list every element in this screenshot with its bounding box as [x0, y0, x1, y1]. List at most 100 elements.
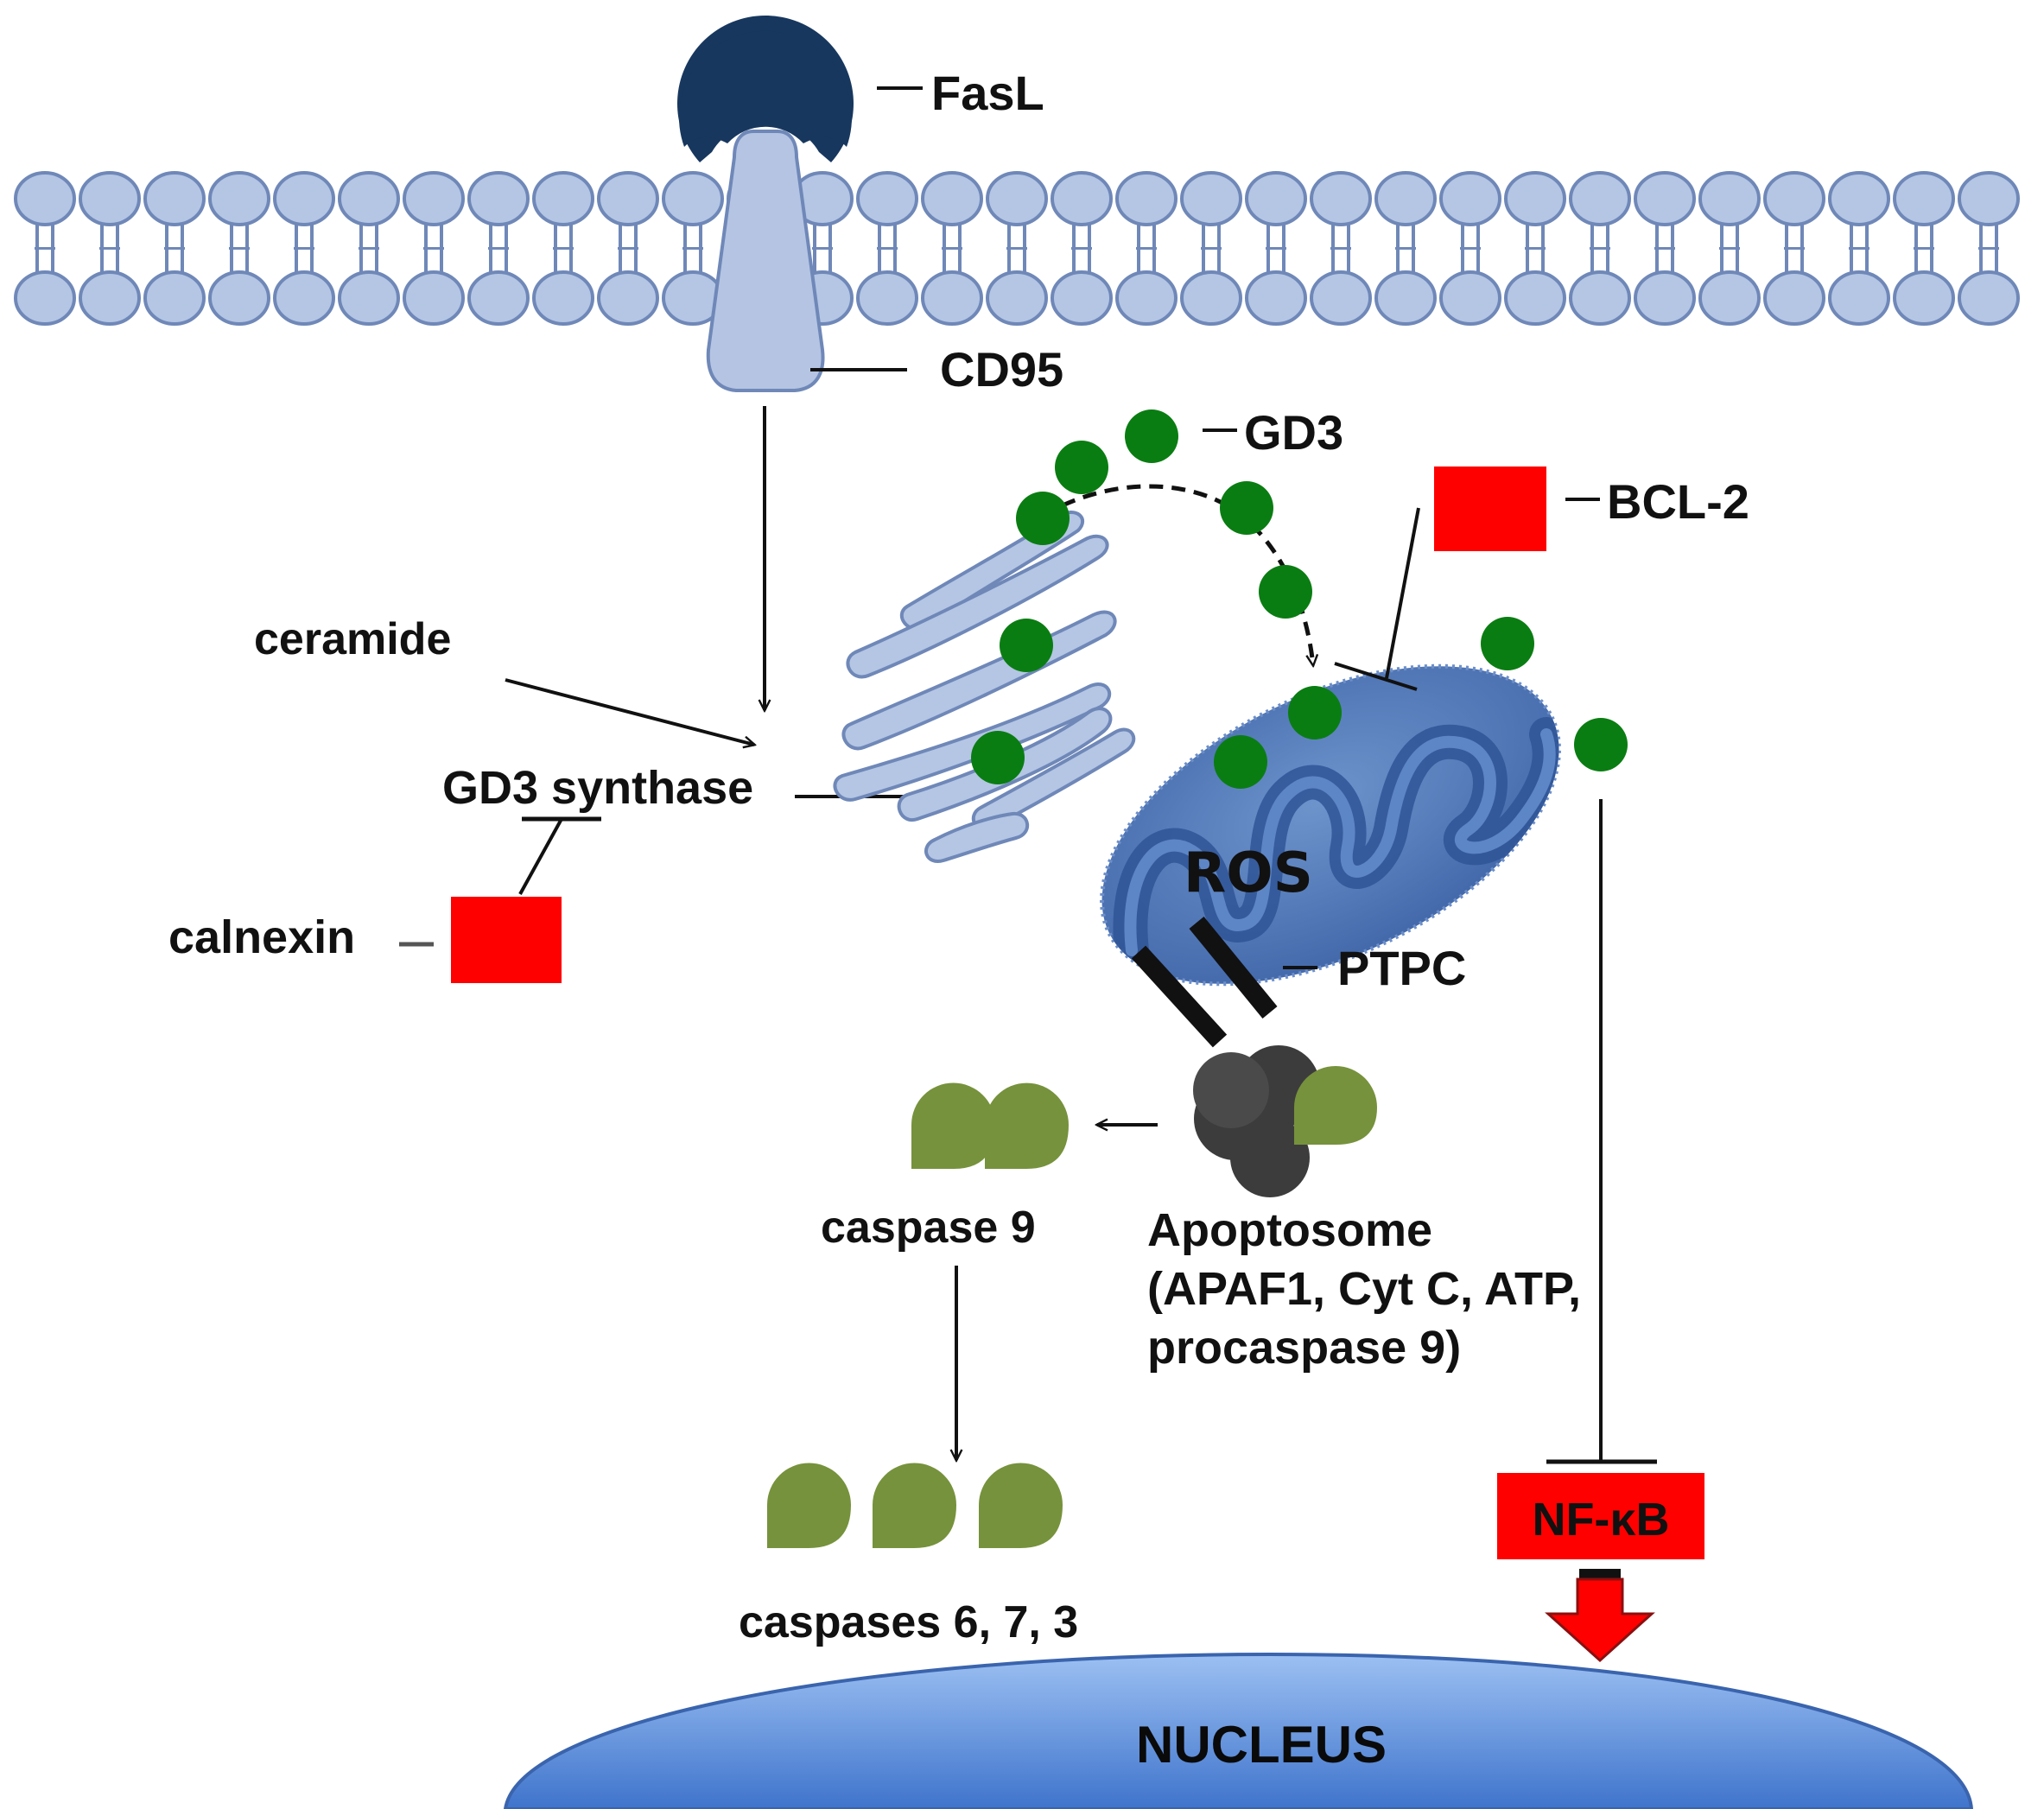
calnexin-label: calnexin	[168, 911, 355, 963]
caspase9-pair	[911, 1082, 1069, 1169]
nfkb-translocation-arrow	[1545, 1569, 1655, 1663]
gd3-particle	[1016, 492, 1070, 545]
lipid-head	[1698, 270, 1761, 326]
gd3-particle	[1055, 441, 1108, 494]
lipid-head	[467, 171, 530, 226]
cd95-receptor	[706, 130, 825, 392]
nucleus	[503, 1652, 1974, 1809]
lipid-head	[467, 270, 530, 326]
ptpc-bar-1	[1131, 945, 1228, 1048]
lipid-head	[662, 171, 724, 226]
lipid-head	[338, 171, 400, 226]
gd3-particle	[1000, 619, 1053, 672]
lipid-head	[14, 270, 76, 326]
lipid-head	[597, 270, 659, 326]
lipid-head	[143, 171, 206, 226]
gd3-particle	[1574, 718, 1628, 771]
gd3-label: GD3	[1244, 405, 1343, 460]
bcl2-label: BCL-2	[1607, 474, 1749, 529]
bcl2-inhibition-bar	[1334, 662, 1418, 691]
lipid-head	[1504, 171, 1566, 226]
lipid-head	[1698, 171, 1761, 226]
lipid-head	[1958, 270, 2020, 326]
apoptosome-label-line1: Apoptosome	[1147, 1204, 1432, 1256]
lipid-head	[921, 171, 983, 226]
lipid-head	[273, 270, 335, 326]
procaspase9-subunit	[1294, 1066, 1377, 1145]
lipid-head	[1310, 171, 1372, 226]
lipid-head	[1115, 171, 1178, 226]
lipid-head	[1180, 171, 1242, 226]
lipid-head	[856, 270, 918, 326]
lipid-head	[1828, 270, 1890, 326]
cd95-label: CD95	[940, 342, 1063, 397]
lipid-head	[1374, 270, 1437, 326]
lipid-head	[1634, 270, 1696, 326]
caspase-subunit	[767, 1463, 851, 1548]
lipid-head	[403, 270, 465, 326]
cell-membrane	[14, 171, 2020, 326]
fasl-ligand	[677, 15, 854, 162]
lipid-head	[403, 171, 465, 226]
lipid-head	[1504, 270, 1566, 326]
nucleus-label: NUCLEUS	[1136, 1716, 1387, 1774]
lipid-head	[1051, 171, 1113, 226]
caspase-subunit	[873, 1463, 956, 1548]
apoptosome-label-line3: procaspase 9)	[1147, 1322, 1461, 1374]
caspases-label: caspases 6, 7, 3	[739, 1597, 1078, 1647]
lipid-head	[1763, 270, 1825, 326]
lipid-head	[338, 270, 400, 326]
caspase9-subunit	[985, 1082, 1069, 1169]
lipid-head	[14, 171, 76, 226]
lipid-head	[1439, 171, 1501, 226]
bcl2-inhibition-line	[1385, 507, 1420, 679]
gd3-synthase-label: GD3 synthase	[442, 762, 753, 814]
fasl-label: FasL	[931, 66, 1044, 120]
lipid-head	[1245, 171, 1307, 226]
lipid-head	[143, 270, 206, 326]
gd3-particle	[1125, 409, 1178, 463]
lipid-head	[986, 171, 1048, 226]
lipid-head	[79, 171, 141, 226]
calnexin-box	[451, 897, 562, 983]
lipid-head	[856, 171, 918, 226]
lipid-head	[79, 270, 141, 326]
nfkb-box	[1497, 1473, 1704, 1559]
lipid-head	[1310, 270, 1372, 326]
lipid-head	[208, 171, 270, 226]
gd3-particle	[1220, 481, 1273, 535]
ros-label: ROS	[1184, 841, 1313, 905]
lipid-head	[1439, 270, 1501, 326]
gd3-particle	[1288, 686, 1342, 739]
lipid-head	[1374, 171, 1437, 226]
lipid-head	[1245, 270, 1307, 326]
lipid-head	[273, 171, 335, 226]
lipid-head	[1893, 270, 1955, 326]
lipid-head	[1958, 171, 2020, 226]
bcl2-box	[1434, 467, 1546, 551]
lipid-head	[1763, 171, 1825, 226]
lipid-head	[532, 171, 594, 226]
calnexin-inhibition-line	[518, 818, 563, 895]
lipid-head	[1828, 171, 1890, 226]
lipid-head	[597, 171, 659, 226]
lipid-head	[986, 270, 1048, 326]
golgi-apparatus	[833, 511, 1136, 863]
lipid-head	[208, 270, 270, 326]
apaf1-subunit	[1193, 1052, 1269, 1128]
lipid-head	[1115, 270, 1178, 326]
nfkb-label: NF-κB	[1532, 1494, 1669, 1546]
lipid-head	[1569, 270, 1631, 326]
apoptosome-label-line2: (APAF1, Cyt C, ATP,	[1147, 1263, 1581, 1315]
ceramide-arrow	[505, 678, 754, 745]
lipid-head	[921, 270, 983, 326]
caspase-subunit	[979, 1463, 1063, 1548]
apoptosome-cluster	[1193, 1045, 1377, 1197]
apaf1-subunit	[1230, 1118, 1310, 1197]
caspase9-label: caspase 9	[821, 1203, 1036, 1253]
gd3-particles	[971, 409, 1628, 789]
ceramide-label: ceramide	[254, 614, 451, 664]
executioner-caspases	[767, 1463, 1063, 1548]
